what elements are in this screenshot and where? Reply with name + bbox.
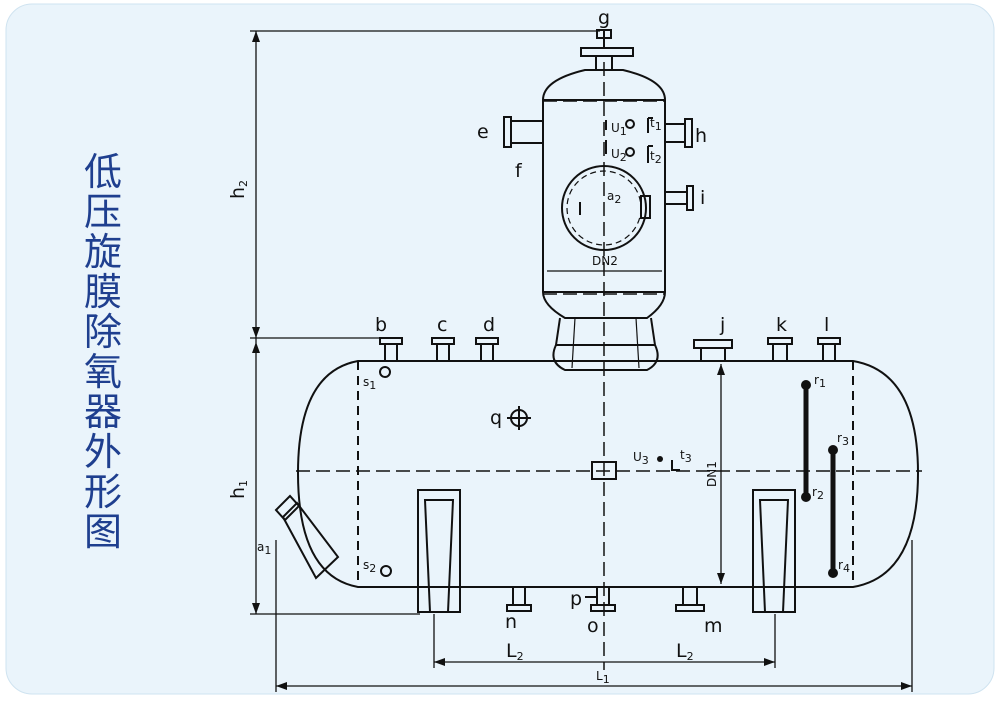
label-l1: L1	[596, 669, 610, 686]
nozzle-m	[675, 586, 705, 612]
cone-inner-left	[571, 317, 576, 369]
gauge-u1	[625, 119, 635, 129]
nozzle-h-flange	[684, 118, 693, 148]
label-i: i	[700, 187, 705, 209]
label-g: g	[598, 7, 610, 29]
label-m: m	[704, 615, 723, 637]
label-h: h	[695, 125, 707, 147]
label-h1: h1	[227, 480, 250, 499]
nozzle-d	[475, 337, 499, 362]
label-e: e	[477, 121, 489, 143]
label-r4: r4	[838, 558, 850, 575]
label-r3: r3	[837, 431, 849, 448]
sightglass-s2	[380, 565, 392, 577]
label-k: k	[776, 314, 787, 336]
label-l2-right: L2	[676, 640, 694, 663]
manhole-a1	[281, 501, 340, 580]
title-char-5: 除	[84, 310, 122, 354]
saddle-right	[752, 489, 796, 613]
nozzle-c	[431, 337, 455, 362]
title-char-4: 膜	[84, 270, 122, 314]
title-char-7: 器	[84, 390, 122, 434]
nozzle-n	[506, 586, 532, 612]
label-s2: s2	[363, 558, 376, 575]
label-r2: r2	[812, 485, 824, 502]
label-t3: t3	[680, 448, 692, 465]
nozzle-i-flange	[686, 185, 694, 211]
label-s1: s1	[363, 375, 376, 392]
label-u1: U1	[611, 121, 627, 138]
label-h2: h2	[227, 180, 250, 199]
label-dn2: DN2	[592, 254, 618, 268]
label-n: n	[505, 611, 517, 633]
column-neck	[554, 317, 657, 346]
nozzle-l	[817, 337, 841, 362]
title-char-2: 压	[84, 190, 122, 234]
u3-mark	[671, 460, 680, 471]
label-c: c	[437, 314, 447, 336]
label-a2: a2	[607, 189, 621, 206]
gauge-dots	[657, 380, 838, 578]
manhole-a1-flange	[274, 494, 301, 522]
deaerator-column	[542, 69, 666, 319]
label-p: p	[570, 588, 582, 610]
nozzle-k	[767, 337, 793, 362]
label-f: f	[515, 160, 523, 182]
label-d: d	[483, 314, 495, 336]
label-t2: t2	[650, 149, 662, 166]
column-cone	[552, 344, 659, 371]
nozzle-g-cap	[596, 29, 612, 39]
label-u3: U3	[633, 450, 649, 467]
vertical-title: 低 压 旋 膜 除 氧 器 外 形 图	[84, 150, 122, 554]
label-q: q	[490, 407, 502, 429]
sightglass-s1	[379, 366, 391, 378]
title-char-8: 外	[84, 430, 122, 474]
nozzle-e-flange	[503, 116, 512, 148]
label-b: b	[375, 314, 387, 336]
label-l2-left: L2	[506, 640, 524, 663]
label-a1: a1	[257, 540, 271, 557]
nozzle-j	[693, 339, 733, 362]
label-o: o	[587, 615, 599, 637]
therm-t1	[647, 117, 653, 133]
cone-inner-right	[635, 317, 640, 369]
background-panel	[5, 3, 995, 695]
label-u2: U2	[611, 147, 627, 164]
dim-arrows	[252, 31, 912, 690]
title-char-10: 图	[84, 510, 122, 554]
label-t1: t1	[650, 116, 662, 133]
label-j: j	[719, 314, 725, 336]
saddle-left	[417, 489, 461, 613]
gauge-u2	[625, 147, 635, 157]
title-char-1: 低	[84, 150, 122, 194]
label-dn1: DN1	[705, 461, 719, 487]
label-r1: r1	[814, 373, 826, 390]
title-char-9: 形	[84, 470, 122, 514]
title-char-6: 氧	[84, 350, 122, 394]
label-l: l	[824, 314, 829, 336]
therm-t2	[647, 145, 653, 163]
manhole-hinge	[640, 195, 651, 219]
title-char-3: 旋	[84, 230, 122, 274]
